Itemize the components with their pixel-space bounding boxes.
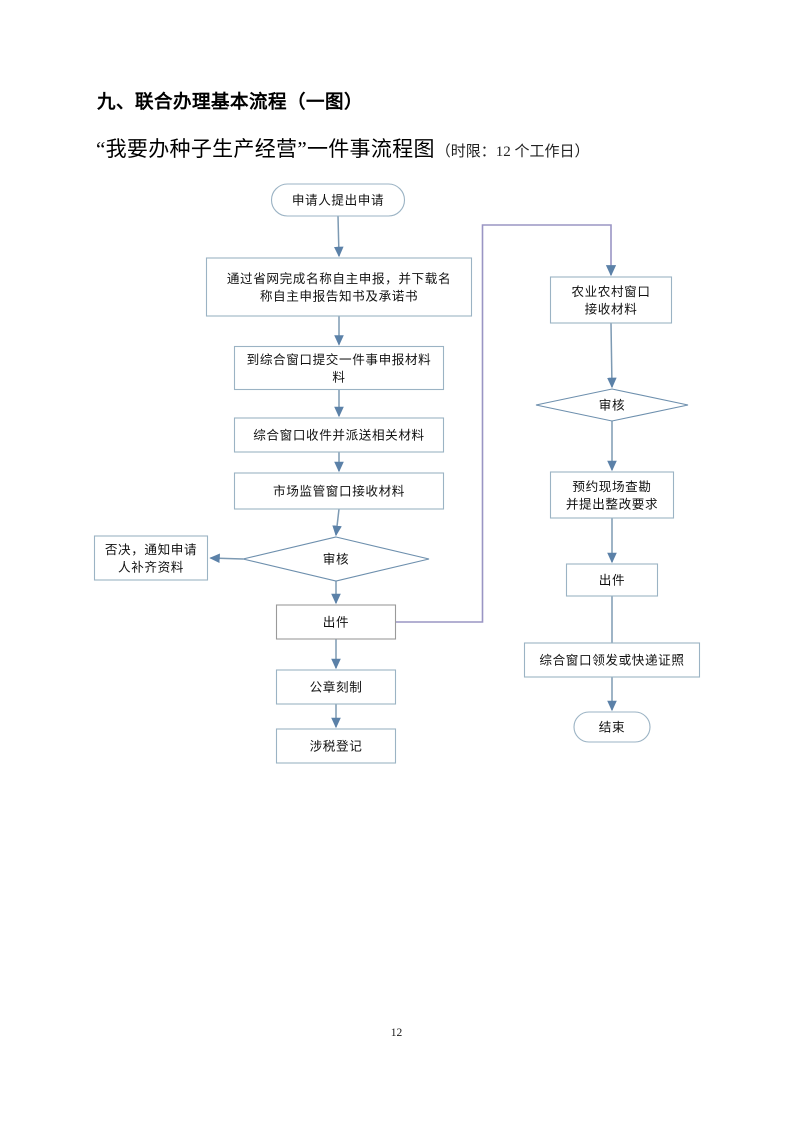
flow-node-label: 综合窗口领发或快递证照 bbox=[539, 653, 684, 668]
flow-node-label: 涉税登记 bbox=[310, 740, 363, 754]
flow-node-label: 否决，通知申请 bbox=[105, 543, 197, 557]
flow-edge-issue_left-to-nyncw_recv bbox=[395, 224, 617, 623]
flow-node-review_right: 审核 bbox=[535, 388, 689, 422]
flow-node-label: 公章刻制 bbox=[310, 680, 363, 695]
flow-node-label: 申请人提出申请 bbox=[292, 193, 384, 208]
flow-node-label: 预约现场查勘 bbox=[572, 480, 651, 494]
flow-node-label: 称自主申报告知书及承诺书 bbox=[260, 289, 418, 303]
page-number: 12 bbox=[390, 1027, 403, 1039]
flow-node-label: 综合窗口收件并派送相关材料 bbox=[253, 429, 425, 443]
flow-node-scjg_recv: 市场监管窗口接收材料 bbox=[233, 472, 445, 510]
flow-node-end: 结束 bbox=[573, 711, 651, 743]
flow-node-label: 审核 bbox=[323, 553, 349, 567]
flow-node-label: 农业农村窗口 bbox=[571, 285, 650, 299]
flowchart-time-limit-note: （时限：12 个工作日） bbox=[435, 144, 590, 160]
flow-node-label: 出件 bbox=[599, 574, 625, 588]
flow-edge-start-to-name_decl bbox=[333, 215, 344, 258]
flowchart-title: “我要办种子生产经营”一件事流程图 bbox=[96, 137, 435, 161]
flow-node-label: 出件 bbox=[323, 616, 349, 630]
flow-node-label: 审核 bbox=[599, 399, 625, 413]
flow-node-start: 申请人提出申请 bbox=[270, 183, 406, 217]
flow-node-label: 市场监管窗口接收材料 bbox=[273, 484, 405, 499]
flow-node-label: 料 bbox=[332, 370, 345, 384]
flow-node-receive_send: 综合窗口收件并派送相关材料 bbox=[233, 417, 445, 453]
flow-node-label: 到综合窗口提交一件事申报材料 bbox=[247, 352, 432, 367]
flow-node-deliver: 综合窗口领发或快递证照 bbox=[523, 642, 701, 678]
flowchart-nodes: 申请人提出申请通过省网完成名称自主申报，并下载名称自主申报告知书及承诺书到综合窗… bbox=[93, 183, 701, 764]
flow-node-label: 并提出整改要求 bbox=[566, 496, 658, 511]
flow-node-issue_right: 出件 bbox=[565, 563, 659, 597]
flow-node-label: 通过省网完成名称自主申报，并下载名 bbox=[227, 271, 451, 286]
flow-edge-scjg_recv-to-review_left bbox=[332, 508, 342, 537]
flow-node-label: 结束 bbox=[599, 721, 625, 735]
flow-edge-nyncw_recv-to-review_right bbox=[607, 322, 617, 389]
section-heading: 九、联合办理基本流程（一图） bbox=[97, 92, 364, 113]
flow-node-label: 接收材料 bbox=[585, 301, 638, 316]
flow-node-tax: 涉税登记 bbox=[275, 728, 397, 764]
flow-edge-review_left-to-reject bbox=[209, 553, 244, 564]
flowchart-title-row: “我要办种子生产经营”一件事流程图 （时限：12 个工作日） bbox=[96, 133, 590, 163]
flow-node-review_left: 审核 bbox=[242, 536, 430, 582]
flow-node-seal: 公章刻制 bbox=[275, 669, 397, 705]
flow-node-label: 人补齐资料 bbox=[118, 559, 184, 574]
flowchart-edges bbox=[209, 215, 617, 729]
flow-node-issue_left: 出件 bbox=[275, 604, 397, 640]
